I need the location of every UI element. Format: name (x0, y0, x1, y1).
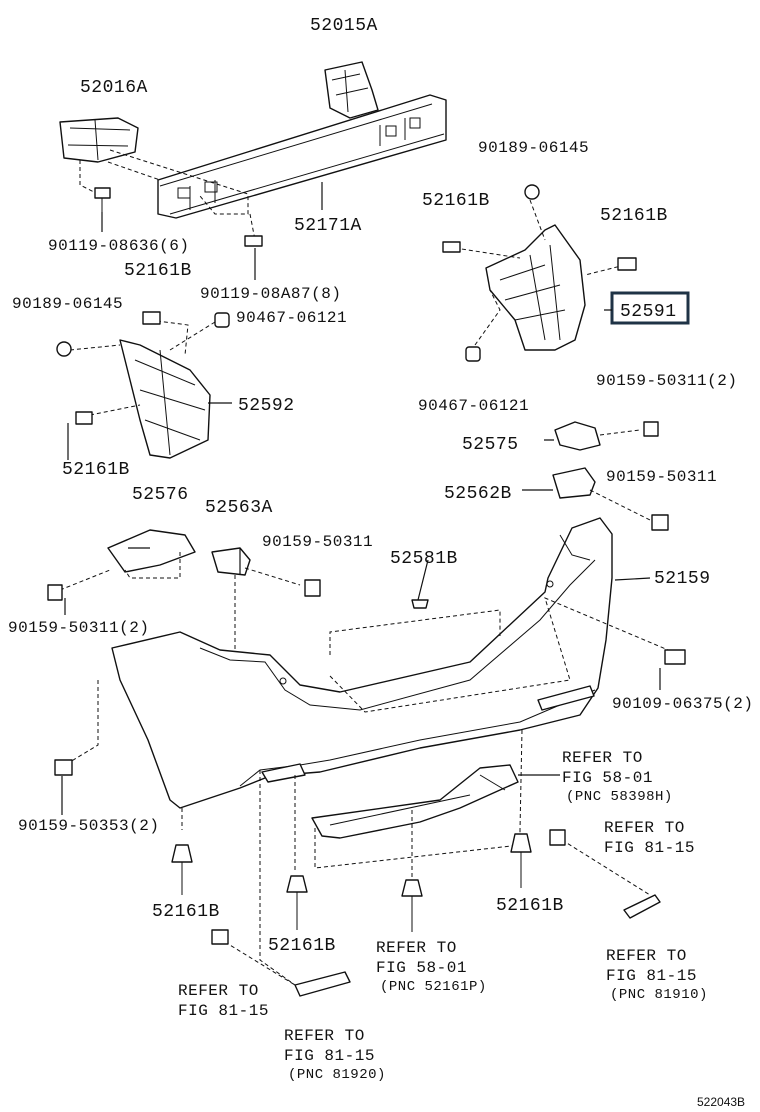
label-90119-08A87: 90119-08A87(8) (200, 285, 341, 303)
label-52576: 52576 (132, 485, 189, 505)
label-52581B: 52581B (390, 549, 458, 569)
label-52161B-bottom-3: 52161B (496, 896, 564, 916)
highlight-box (610, 291, 690, 325)
lower-reflector-bezel[interactable] (261, 685, 595, 783)
clip-52161B-bottom-2[interactable] (286, 875, 308, 930)
bumper-arm-bracket-left[interactable] (59, 117, 139, 163)
label-52563A: 52563A (205, 498, 273, 518)
refer-pnc: (PNC 81910) (610, 987, 708, 1003)
label-52161B-bottom-1: 52161B (152, 902, 220, 922)
clip-52161B-left-upper[interactable] (142, 311, 161, 325)
bracket-52575[interactable] (554, 421, 601, 451)
refer-58-01-52161P: REFER TO FIG 58-01 (PNC 52161P) (376, 939, 487, 995)
refer-line2: FIG 81-15 (606, 967, 697, 985)
clip-52161B-bottom-1[interactable] (171, 844, 193, 895)
nut-90467-06121-left[interactable] (214, 312, 230, 328)
bracket-52562B[interactable] (552, 467, 596, 499)
bolt-90159-50311-b[interactable] (651, 514, 669, 531)
label-90189-06145-left: 90189-06145 (12, 295, 123, 313)
bolt-90159-50311-mid[interactable] (304, 579, 321, 597)
label-52016A: 52016A (80, 78, 148, 98)
bolt-81-15-left[interactable] (211, 929, 229, 945)
label-90467-06121-left: 90467-06121 (236, 309, 347, 327)
label-52161B-bottom-2: 52161B (268, 936, 336, 956)
refer-line1: REFER TO (376, 939, 457, 957)
label-52591[interactable]: 52591 (620, 302, 677, 322)
refer-pnc: (PNC 52161P) (380, 979, 487, 995)
label-52562B: 52562B (444, 484, 512, 504)
refer-line2: FIG 58-01 (562, 769, 653, 787)
label-90189-06145-right: 90189-06145 (478, 139, 589, 157)
refer-pnc: (PNC 81920) (288, 1067, 386, 1083)
label-52161B-right-2: 52161B (600, 206, 668, 226)
refer-line2: FIG 81-15 (178, 1002, 269, 1020)
bolt-81-15-right[interactable] (549, 829, 566, 846)
label-52161B-left-1: 52161B (124, 261, 192, 281)
clip-52161B-left-lower[interactable] (75, 411, 93, 425)
label-90159-50311-a: 90159-50311 (606, 468, 717, 486)
label-90159-50311-2a: 90159-50311(2) (596, 372, 737, 390)
label-90119-08636: 90119-08636(6) (48, 237, 189, 255)
rear-bumper-side-retainer-right[interactable] (485, 224, 586, 351)
reflector-81920[interactable] (294, 971, 351, 997)
label-52592: 52592 (238, 396, 295, 416)
label-90467-06121-right: 90467-06121 (418, 397, 529, 415)
refer-line1: REFER TO (284, 1027, 365, 1045)
bolt-90119-08636[interactable] (94, 187, 111, 212)
label-52161B-right-1: 52161B (422, 191, 490, 211)
bolt-90159-50353[interactable] (54, 759, 73, 776)
rear-bumper-reinforcement[interactable] (157, 94, 447, 219)
refer-58-01-58398H: REFER TO FIG 58-01 (PNC 58398H) (562, 749, 673, 805)
refer-line1: REFER TO (604, 819, 685, 837)
refer-81-15-81910: REFER TO FIG 81-15 (PNC 81910) (606, 947, 708, 1003)
bracket-52576[interactable] (107, 529, 196, 573)
refer-line1: REFER TO (562, 749, 643, 767)
bracket-52563A[interactable] (211, 547, 251, 576)
refer-line1: REFER TO (178, 982, 259, 1000)
clip-90189-06145-right[interactable] (524, 184, 540, 200)
label-90109-06375: 90109-06375(2) (612, 695, 753, 713)
refer-pnc: (PNC 58398H) (566, 789, 673, 805)
bumper-arm-bracket-right[interactable] (324, 61, 379, 119)
refer-81-15-right: REFER TO FIG 81-15 (604, 819, 695, 857)
bolt-90119-08A87[interactable] (244, 235, 263, 247)
label-90159-50311-b: 90159-50311 (262, 533, 373, 551)
refer-81-15-left: REFER TO FIG 81-15 (178, 982, 269, 1020)
rear-bumper-cover[interactable] (111, 517, 613, 809)
label-52171A: 52171A (294, 216, 362, 236)
bolt-90159-50311-a[interactable] (643, 421, 659, 437)
label-52015A: 52015A (310, 16, 378, 36)
clip-52161B-right-upper2[interactable] (617, 257, 637, 271)
refer-81-15-81920: REFER TO FIG 81-15 (PNC 81920) (284, 1027, 386, 1083)
refer-line2: FIG 81-15 (284, 1047, 375, 1065)
label-90159-50353: 90159-50353(2) (18, 817, 159, 835)
bolt-90159-50311-left[interactable] (47, 584, 63, 601)
refer-line1: REFER TO (606, 947, 687, 965)
rear-bumper-side-retainer-left[interactable] (119, 339, 211, 459)
label-52159: 52159 (654, 569, 711, 589)
clip-52161P[interactable] (401, 879, 423, 932)
rear-diffuser-58398H[interactable] (311, 764, 519, 839)
label-52161B-left-2: 52161B (62, 460, 130, 480)
reflector-81910[interactable] (623, 894, 661, 919)
clip-52161B-bottom-3[interactable] (510, 833, 532, 888)
nut-90467-06121-right[interactable] (465, 346, 481, 362)
label-90159-50311-2b: 90159-50311(2) (8, 619, 149, 637)
figure-id: 522043B (697, 1095, 745, 1109)
label-52575: 52575 (462, 435, 519, 455)
refer-line2: FIG 58-01 (376, 959, 467, 977)
clip-90189-06145-left[interactable] (56, 341, 72, 357)
refer-line2: FIG 81-15 (604, 839, 695, 857)
bolt-90109-06375[interactable] (664, 649, 686, 665)
cover-pad-52581B[interactable] (411, 599, 429, 609)
clip-52161B-right-upper[interactable] (442, 241, 461, 253)
